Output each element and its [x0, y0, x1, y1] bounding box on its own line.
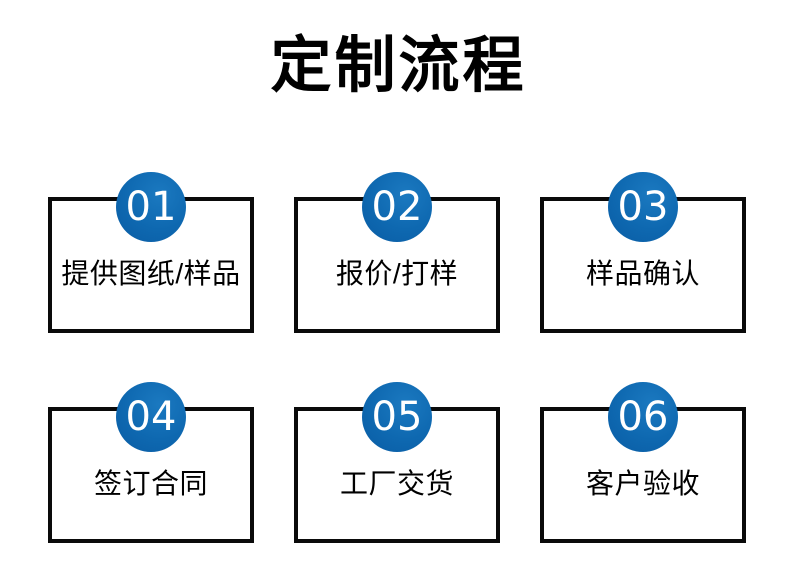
step-number: 04 — [125, 394, 177, 440]
step-number-badge: 02 — [362, 172, 432, 242]
step-card-05: 05 工厂交货 — [294, 382, 500, 543]
step-card-03: 03 样品确认 — [540, 172, 746, 333]
step-label: 客户验收 — [585, 468, 700, 499]
step-number-badge: 03 — [608, 172, 678, 242]
step-card-04: 04 签订合同 — [48, 382, 254, 543]
step-card-02: 02 报价/打样 — [294, 172, 500, 333]
step-label: 样品确认 — [585, 258, 700, 289]
step-number: 06 — [617, 394, 669, 440]
step-number: 05 — [371, 394, 423, 440]
step-number-badge: 06 — [608, 382, 678, 452]
step-number-badge: 05 — [362, 382, 432, 452]
step-number-badge: 04 — [116, 382, 186, 452]
step-label: 签订合同 — [93, 468, 208, 499]
step-number-badge: 01 — [116, 172, 186, 242]
step-label: 提供图纸/样品 — [61, 258, 241, 289]
step-label: 报价/打样 — [335, 258, 459, 289]
page-title: 定制流程 — [270, 30, 527, 101]
step-label: 工厂交货 — [339, 468, 454, 499]
step-card-01: 01 提供图纸/样品 — [48, 172, 254, 333]
step-number: 01 — [125, 184, 177, 230]
step-number: 03 — [617, 184, 669, 230]
step-card-06: 06 客户验收 — [540, 382, 746, 543]
step-number: 02 — [371, 184, 423, 230]
process-grid: 01 提供图纸/样品 02 报价/打样 03 样品确认 04 签订合同 05 工厂交货 06 客户验收 — [48, 172, 746, 543]
